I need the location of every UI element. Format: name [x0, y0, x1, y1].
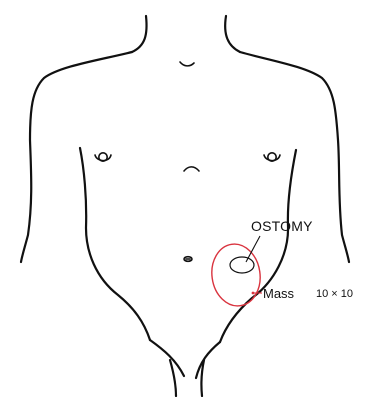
- mass-label: Mass: [263, 287, 294, 300]
- mass-size-label: 10 × 10: [316, 289, 353, 300]
- sternal-notch: [180, 62, 194, 66]
- neck-left-line: [132, 16, 147, 52]
- mass-leader-dot: [252, 292, 255, 295]
- right-thigh-line: [201, 360, 204, 396]
- ostomy-label: OSTOMY: [251, 219, 313, 233]
- right-torso-side: [220, 150, 296, 342]
- left-groin-line: [150, 340, 184, 376]
- left-torso-side: [80, 148, 150, 340]
- ostomy-marker-ellipse: [230, 257, 254, 273]
- xiphoid-mark: [184, 167, 199, 171]
- left-shoulder-line: [21, 52, 132, 262]
- neck-right-line: [225, 16, 240, 52]
- mass-marker-ellipse: [208, 241, 264, 309]
- left-thigh-line: [170, 360, 176, 396]
- left-nipple-arc: [95, 155, 111, 161]
- right-groin-line: [196, 342, 220, 378]
- right-nipple-arc: [264, 155, 280, 161]
